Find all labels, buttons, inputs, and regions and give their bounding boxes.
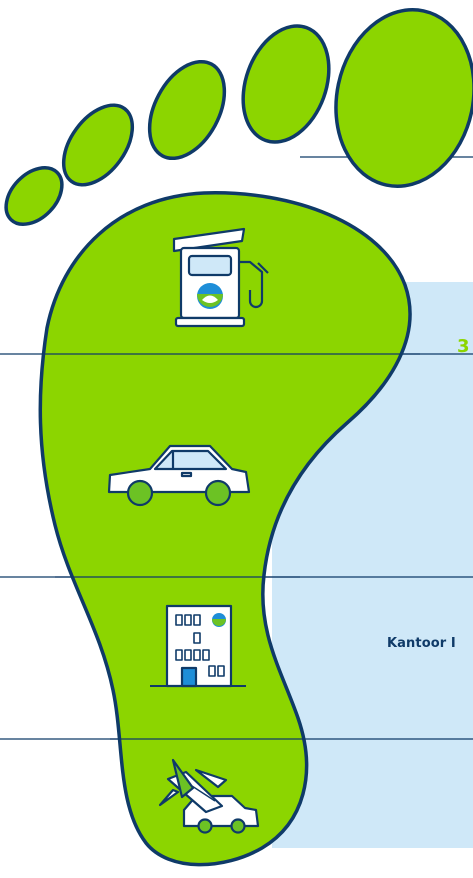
fuel-pump-icon [172,227,269,328]
edge-text-fragment: 3 [457,336,470,357]
row-label-office: Kantoor I [387,636,456,651]
office-building-icon [150,604,246,688]
toe-third [147,59,227,161]
toe-second [241,24,331,144]
toe-fourth [61,103,135,187]
car-icon [107,444,251,507]
airplane-and-car-icon [158,758,260,834]
toe-little [4,166,64,226]
toe-big [334,8,473,188]
foot-sole [38,191,412,867]
